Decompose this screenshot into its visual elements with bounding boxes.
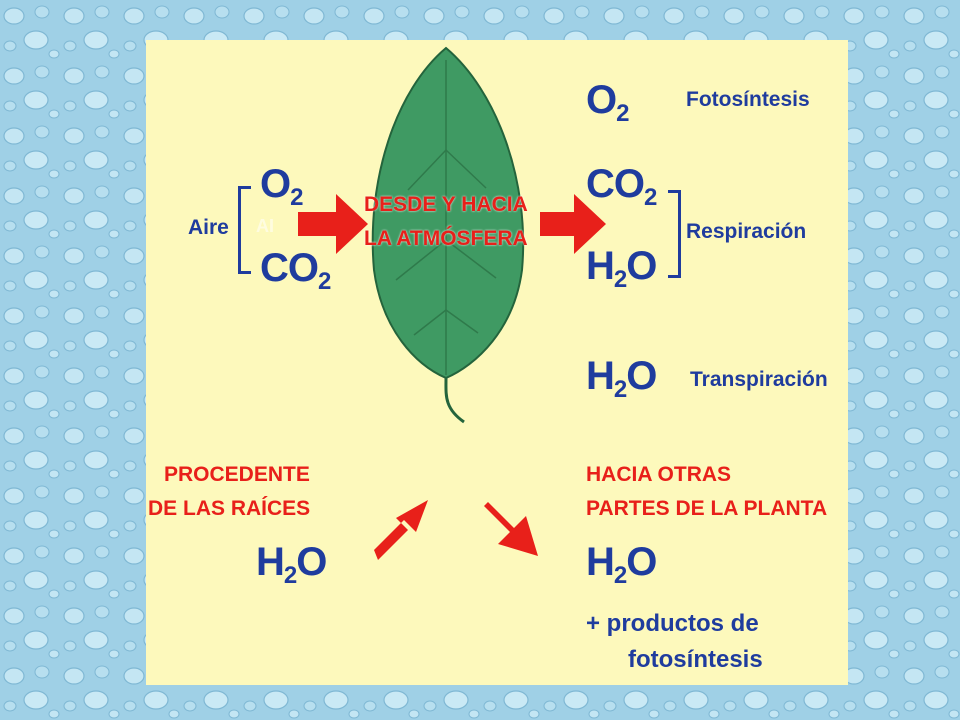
from-roots-line1: PROCEDENTE xyxy=(164,463,310,486)
right-h2o-transpiration: H2O xyxy=(586,354,657,403)
products-line2: fotosíntesis xyxy=(628,646,763,673)
air-co2: CO2 xyxy=(260,246,331,295)
arrow-to-plant-parts xyxy=(484,502,538,556)
right-h2o-respiration: H2O xyxy=(586,244,657,293)
air-o2: O2 xyxy=(260,162,304,211)
respiration-bracket xyxy=(668,190,681,278)
arrow-from-roots xyxy=(374,500,428,560)
air-bracket xyxy=(238,186,251,274)
arrow-air-to-leaf xyxy=(298,194,368,254)
diagram-panel: Aire AI O2 CO2 DESDE Y HACIA LA ATMÓSFER… xyxy=(146,40,848,685)
products-line1: + productos de xyxy=(586,610,759,637)
air-overlay-text: AI xyxy=(256,216,274,236)
leaf-text-line2: LA ATMÓSFERA xyxy=(364,227,528,250)
diagram-graphics xyxy=(298,46,606,560)
air-label: Aire xyxy=(188,216,229,239)
to-plant-line2: PARTES DE LA PLANTA xyxy=(586,497,828,520)
leaf-stem xyxy=(444,377,465,424)
to-plant-line1: HACIA OTRAS xyxy=(586,463,732,486)
from-roots-line2: DE LAS RAÍCES xyxy=(148,497,311,520)
roots-h2o: H2O xyxy=(256,540,327,589)
arrow-leaf-to-gases xyxy=(540,194,606,254)
plant-h2o: H2O xyxy=(586,540,657,589)
right-co2: CO2 xyxy=(586,162,657,211)
leaf-veins xyxy=(395,60,497,375)
respiration-label: Respiración xyxy=(686,220,807,243)
right-o2: O2 xyxy=(586,78,630,127)
leaf-shape xyxy=(371,46,525,380)
leaf-text-line1: DESDE Y HACIA xyxy=(364,193,528,216)
photosynthesis-label: Fotosíntesis xyxy=(686,88,810,111)
transpiration-label: Transpiración xyxy=(690,368,828,391)
